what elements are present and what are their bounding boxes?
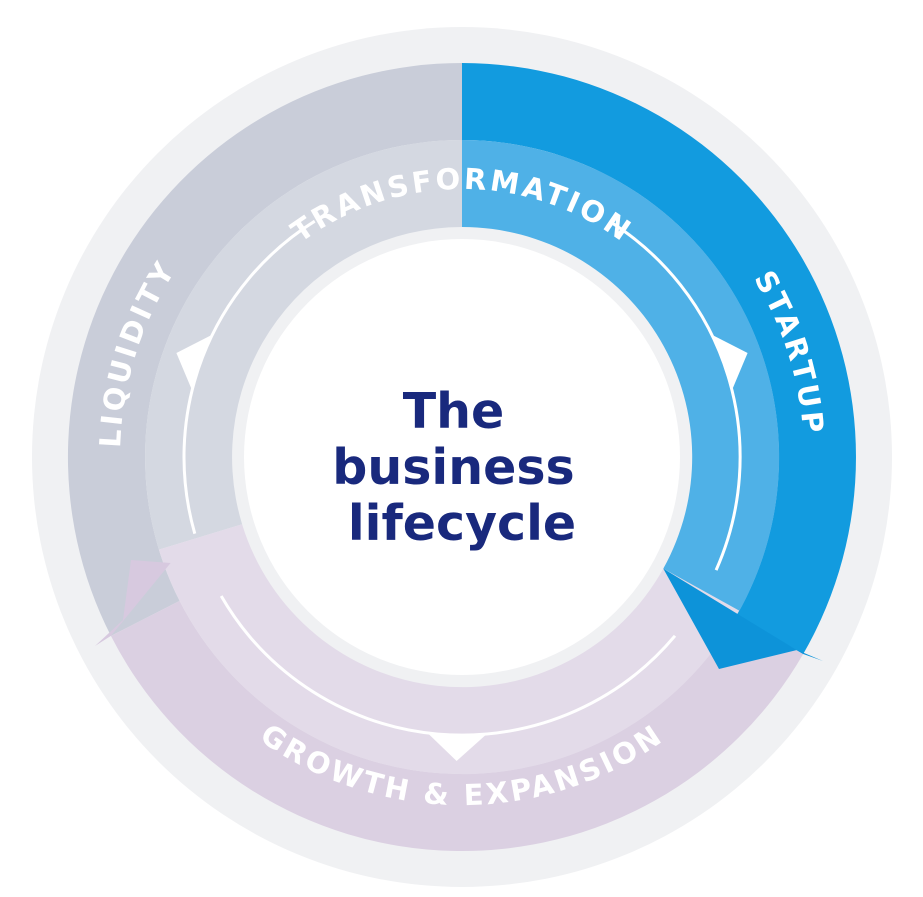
startup-flow-arrow-icon (663, 568, 823, 669)
inner-ring-line-right (608, 219, 742, 571)
center-title-line-2: business (332, 439, 574, 496)
inner-ring-line-left (182, 219, 316, 535)
growth-flow-arrow-icon (95, 560, 171, 646)
chevron-liquidity-icon (176, 335, 211, 389)
center-title-line-3: lifecycle (348, 495, 576, 552)
segment-liquidity-transformation-inner (145, 140, 462, 550)
segment-growth-outer (110, 600, 804, 852)
segment-startup-outer (462, 63, 856, 654)
chevron-startup-icon (713, 335, 748, 389)
segment-liquidity-transformation-outer (67, 63, 463, 636)
inner-ring-line-bottom (219, 595, 677, 737)
segment-startup-inner (462, 139, 780, 611)
center-disc (244, 239, 680, 675)
center-title: The business lifecycle (332, 383, 591, 552)
chevron-growth-icon (429, 734, 486, 761)
segment-growth-inner (158, 524, 740, 775)
center-title-line-1: The (403, 383, 505, 440)
